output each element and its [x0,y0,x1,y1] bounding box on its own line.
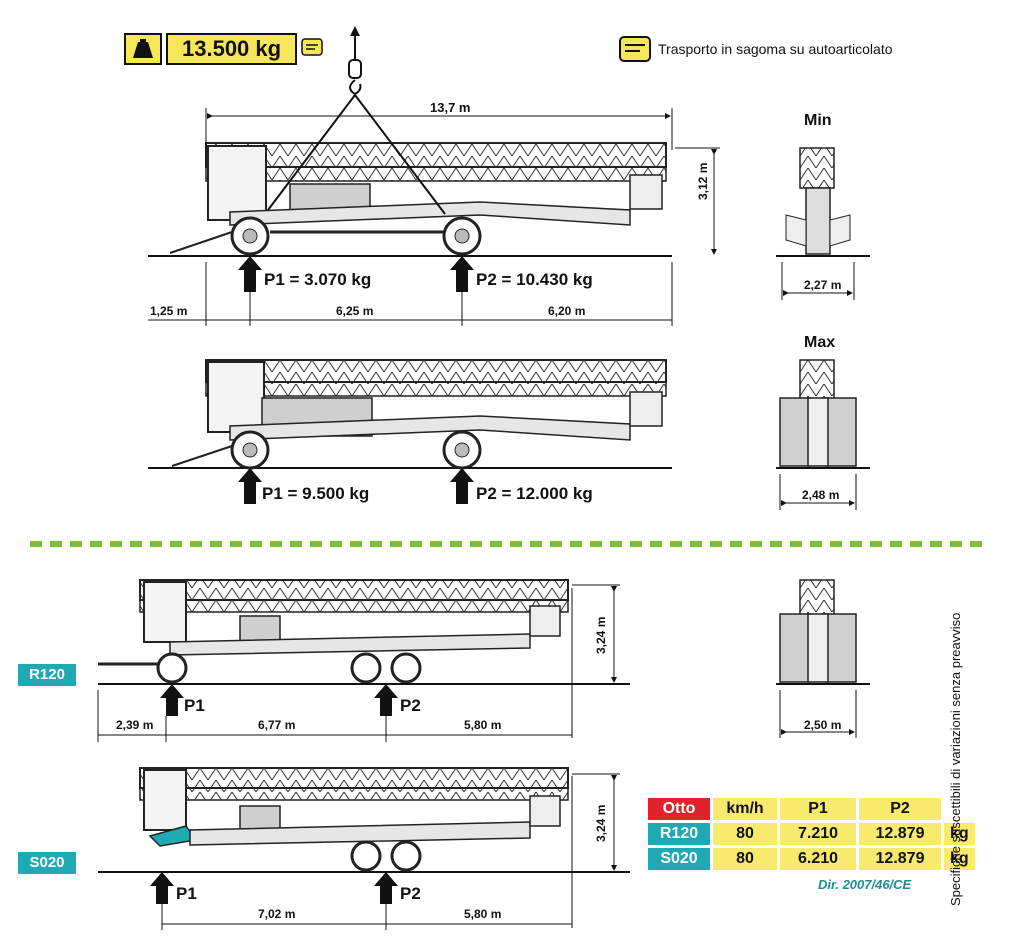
height-min-label: 3,12 m [696,162,710,200]
pointing-hand-icon [619,36,651,62]
load-arrow-icon [238,256,474,292]
dim-axles-r120: 6,77 m [258,718,296,732]
transport-note-text: Trasporto in sagoma su autoarticolato [658,41,893,57]
p1-max: P1 = 9.500 kg [262,484,370,503]
p2-min: P2 = 10.430 kg [476,270,593,289]
lift-hook-icon [348,26,362,96]
width-max: 2,48 m [802,488,840,502]
spec-unit: kg [944,848,975,870]
spec-table: Otto km/h P1 P2 R120 80 7.210 12.879 kg … [645,795,978,873]
crane-min-front [776,147,870,300]
total-weight: 13.500 kg [166,33,298,65]
min-label: Min [804,112,832,129]
pointing-hand-icon [301,37,323,62]
crane-min-side [148,94,672,257]
p2-r120: P2 [400,696,421,715]
spec-p1: 7.210 [780,823,856,845]
spec-header-p1: P1 [780,798,856,820]
spec-model: S020 [648,848,710,870]
crane-s020-side [98,767,630,930]
weight-icon [124,33,162,65]
p1-min: P1 = 3.070 kg [264,270,372,289]
dim-rear-s020: 5,80 m [464,907,502,921]
dim-front-min: 1,25 m [150,304,188,318]
table-row: S020 80 6.210 12.879 kg [648,848,975,870]
max-label: Max [804,334,836,351]
p2-s020: P2 [400,884,421,903]
dim-axles-s020: 7,02 m [258,907,296,921]
dim-rear-min: 6,20 m [548,304,586,318]
height-s020: 3,24 m [594,804,608,842]
table-row: R120 80 7.210 12.879 kg [648,823,975,845]
overall-length-label: 13,7 m [430,100,471,115]
spec-speed: 80 [713,823,777,845]
spec-model: R120 [648,823,710,845]
r120-tag: R120 [18,664,76,686]
p2-max: P2 = 12.000 kg [476,484,593,503]
spec-header-blank [944,798,975,820]
side-disclaimer: Specifiche suscettibili di variazioni se… [948,612,963,906]
p1-r120: P1 [184,696,205,715]
spec-header-row: Otto km/h P1 P2 [648,798,975,820]
p1-s020: P1 [176,884,197,903]
spec-p1: 6.210 [780,848,856,870]
width-r120: 2,50 m [804,718,842,732]
dim-height-min [675,147,720,255]
dim-axles-min: 6,25 m [336,304,374,318]
dim-rear-r120: 5,80 m [464,718,502,732]
width-min: 2,27 m [804,278,842,292]
spec-speed: 80 [713,848,777,870]
height-r120: 3,24 m [594,616,608,654]
crane-max-side [148,359,672,504]
spec-p2: 12.879 [859,848,941,870]
spec-p2: 12.879 [859,823,941,845]
crane-max-front [776,359,870,510]
crane-r120-side [97,579,630,742]
spec-header-p2: P2 [859,798,941,820]
dim-overall-length [205,108,673,150]
spec-header-speed: km/h [713,798,777,820]
dim-front-r120: 2,39 m [116,718,154,732]
directive-label: Dir. 2007/46/CE [818,877,912,892]
s020-tag: S020 [18,852,76,874]
crane-r120-front [776,579,870,738]
dim-bottom-min [148,262,673,326]
spec-header-otto: Otto [648,798,710,820]
weight-badge: 13.500 kg [124,32,323,66]
spec-unit: kg [944,823,975,845]
transport-note: Trasporto in sagoma su autoarticolato [618,34,893,64]
